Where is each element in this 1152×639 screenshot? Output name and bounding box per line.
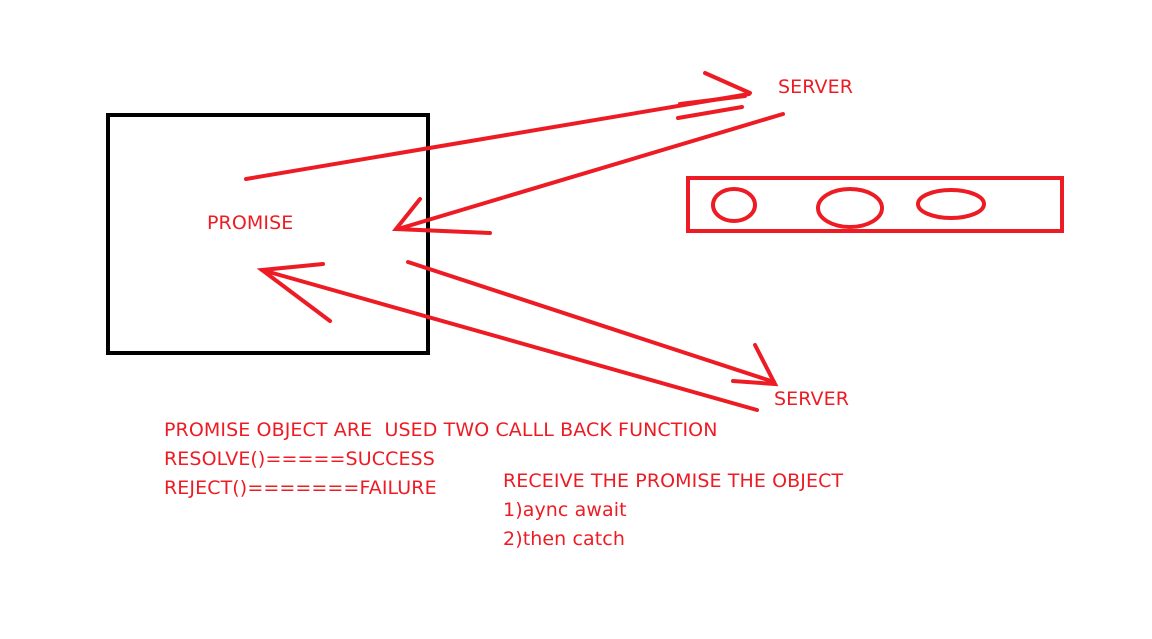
queue-circle-3 bbox=[916, 188, 986, 220]
server-bottom-label: SERVER bbox=[774, 388, 850, 410]
note-left-line-3: REJECT()=======FAILURE bbox=[164, 477, 437, 499]
server-top-label: SERVER bbox=[778, 76, 854, 98]
note-right-line-1: RECEIVE THE PROMISE THE OBJECT bbox=[503, 470, 844, 492]
arrow-from-bottom-server bbox=[260, 268, 759, 412]
promise-box bbox=[106, 113, 430, 355]
queue-circle-2 bbox=[816, 187, 884, 229]
arrow-to-bottom-server bbox=[406, 260, 776, 384]
arrow-from-top-server bbox=[396, 112, 785, 231]
note-right-line-3: 2)then catch bbox=[503, 528, 625, 550]
note-right-line-2: 1)aync await bbox=[503, 499, 627, 521]
arrow-to-top-server bbox=[244, 92, 751, 181]
promise-label: PROMISE bbox=[207, 212, 294, 234]
arrow-head-into-promise bbox=[391, 197, 492, 235]
note-left-line-1: PROMISE OBJECT ARE USED TWO CALLL BACK F… bbox=[164, 419, 718, 441]
note-left-line-2: RESOLVE()=====SUCCESS bbox=[164, 448, 435, 470]
queue-circle-1 bbox=[711, 187, 757, 223]
arrow-head-bottom-server bbox=[731, 343, 779, 387]
callback-queue-bar bbox=[686, 176, 1064, 233]
arrow-head-top-server bbox=[676, 71, 752, 120]
arrow-head-back-to-promise bbox=[256, 262, 332, 323]
